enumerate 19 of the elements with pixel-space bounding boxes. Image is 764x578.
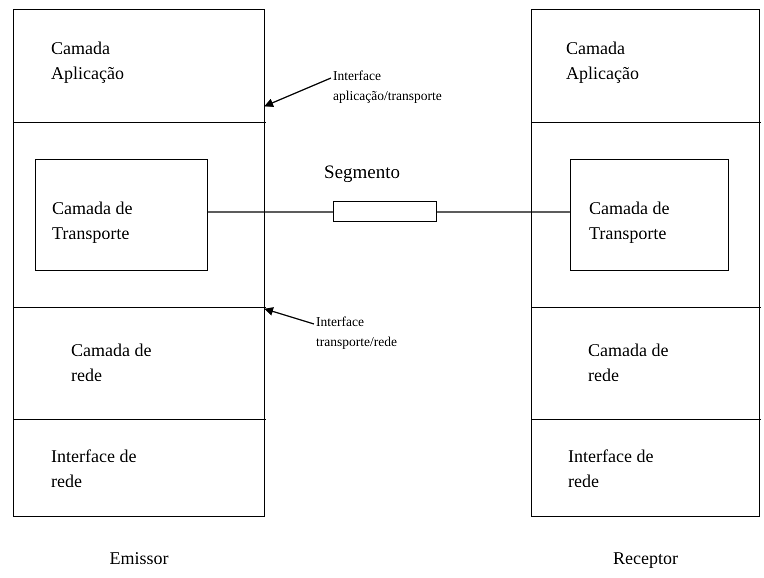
layer-label: Camada de rede — [71, 339, 152, 387]
layer-box — [570, 159, 729, 271]
layer-label: Camada de Transporte — [52, 197, 134, 245]
layer-label: Interface de rede — [568, 445, 654, 493]
connector-line — [208, 211, 333, 213]
stack-label: Receptor — [612, 548, 679, 568]
layer-label: Camada de Transporte — [589, 197, 670, 245]
interface-note: Interface transporte/rede — [316, 313, 398, 351]
segment-label: Segmento — [324, 161, 400, 185]
layer-box — [35, 159, 208, 271]
layer-label: Camada Aplicação — [51, 37, 125, 85]
stack-label: Emissor — [108, 548, 170, 568]
layer-label: Interface de rede — [51, 445, 138, 493]
connector-line — [437, 211, 570, 213]
interface-note: Interface aplicação/transporte — [333, 67, 443, 105]
connector-line — [264, 307, 314, 325]
layer-label: Camada de rede — [588, 339, 670, 387]
layer-label: Camada Aplicação — [566, 37, 640, 85]
connector-line — [264, 77, 332, 107]
